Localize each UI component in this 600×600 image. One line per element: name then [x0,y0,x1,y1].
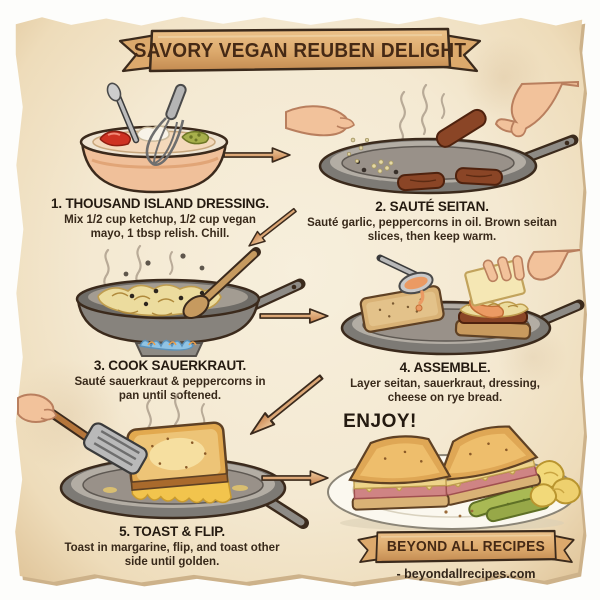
sandwich-half-left [348,435,452,511]
steam-icon [398,83,446,142]
step-4-description: Layer seitan, sauerkraut, dressing, chee… [350,378,540,405]
footer-ribbon-banner [357,529,575,564]
step-3-description: Sauté sauerkraut & peppercorns in pan un… [74,376,266,403]
spoon-icon [106,82,140,144]
step-2-heading: 2. SAUTÉ SEITAN. [375,199,489,214]
website-url: - beyondallrecipes.com [396,567,536,581]
dressing-spoon-icon [376,254,434,312]
relish-blob [181,130,210,145]
seitan-slices [397,108,503,192]
page-title: SAVORY VEGAN REUBEN DELIGHT [133,39,467,62]
sandwich-stack [454,299,532,340]
cheese-hand-icon [464,249,581,307]
mixing-bowl-illustration [79,82,229,194]
crumb [470,509,474,513]
sprinkling-hand-icon [285,105,370,164]
whisk-icon [145,83,187,166]
step-1-heading: 1. THOUSAND ISLAND DRESSING. [51,196,269,211]
step-4-heading: 4. ASSEMBLE. [399,360,491,375]
step-3-text: 3. COOK SAUERKRAUT. Sauté sauerkraut & p… [30,358,310,404]
arrow-step5-to-final-icon [261,470,329,486]
arrow-step1-to-step2-icon [223,147,291,163]
step-4-text: 4. ASSEMBLE. Layer seitan, sauerkraut, d… [305,360,585,406]
spatula-hand-icon [17,393,148,475]
cook-sauerkraut-illustration [75,244,306,357]
step-5-text: 5. TOAST & FLIP. Toast in margarine, fli… [32,524,312,570]
toasting-sandwich [126,421,232,504]
saute-seitan-illustration [285,80,579,195]
arrow-step3-to-step4-icon [259,308,329,324]
crumb [458,514,462,518]
crumb [444,510,448,514]
enjoy-label: ENJOY! [343,411,417,432]
step-1-text: 1. THOUSAND ISLAND DRESSING. Mix 1/2 cup… [20,196,300,242]
step-2-description: Sauté garlic, peppercorns in oil. Brown … [307,217,557,244]
step-5-heading: 5. TOAST & FLIP. [119,524,225,539]
arrow-step4-to-step5-icon [249,374,324,435]
burner-flame-icon [134,339,204,357]
step-5-description: Toast in margarine, flip, and toast othe… [64,542,280,569]
sandwich-half-right [437,425,542,506]
placing-hand-icon [494,80,579,138]
footer-banner-title: BEYOND ALL RECIPES [386,539,546,555]
step-1-description: Mix 1/2 cup ketchup, 1/2 cup vegan mayo,… [64,214,256,241]
arrow-step2-to-step3-icon [248,207,297,247]
title-ribbon-banner [118,27,482,73]
assemble-illustration [340,249,585,356]
step-3-heading: 3. COOK SAUERKRAUT. [93,358,247,373]
step-2-text: 2. SAUTÉ SEITAN. Sauté garlic, peppercor… [292,199,572,245]
toast-flip-illustration [17,392,309,529]
finished-reuben-plate-illustration [327,425,581,531]
ketchup-blob [99,130,131,147]
wooden-spoon-icon [182,247,261,319]
